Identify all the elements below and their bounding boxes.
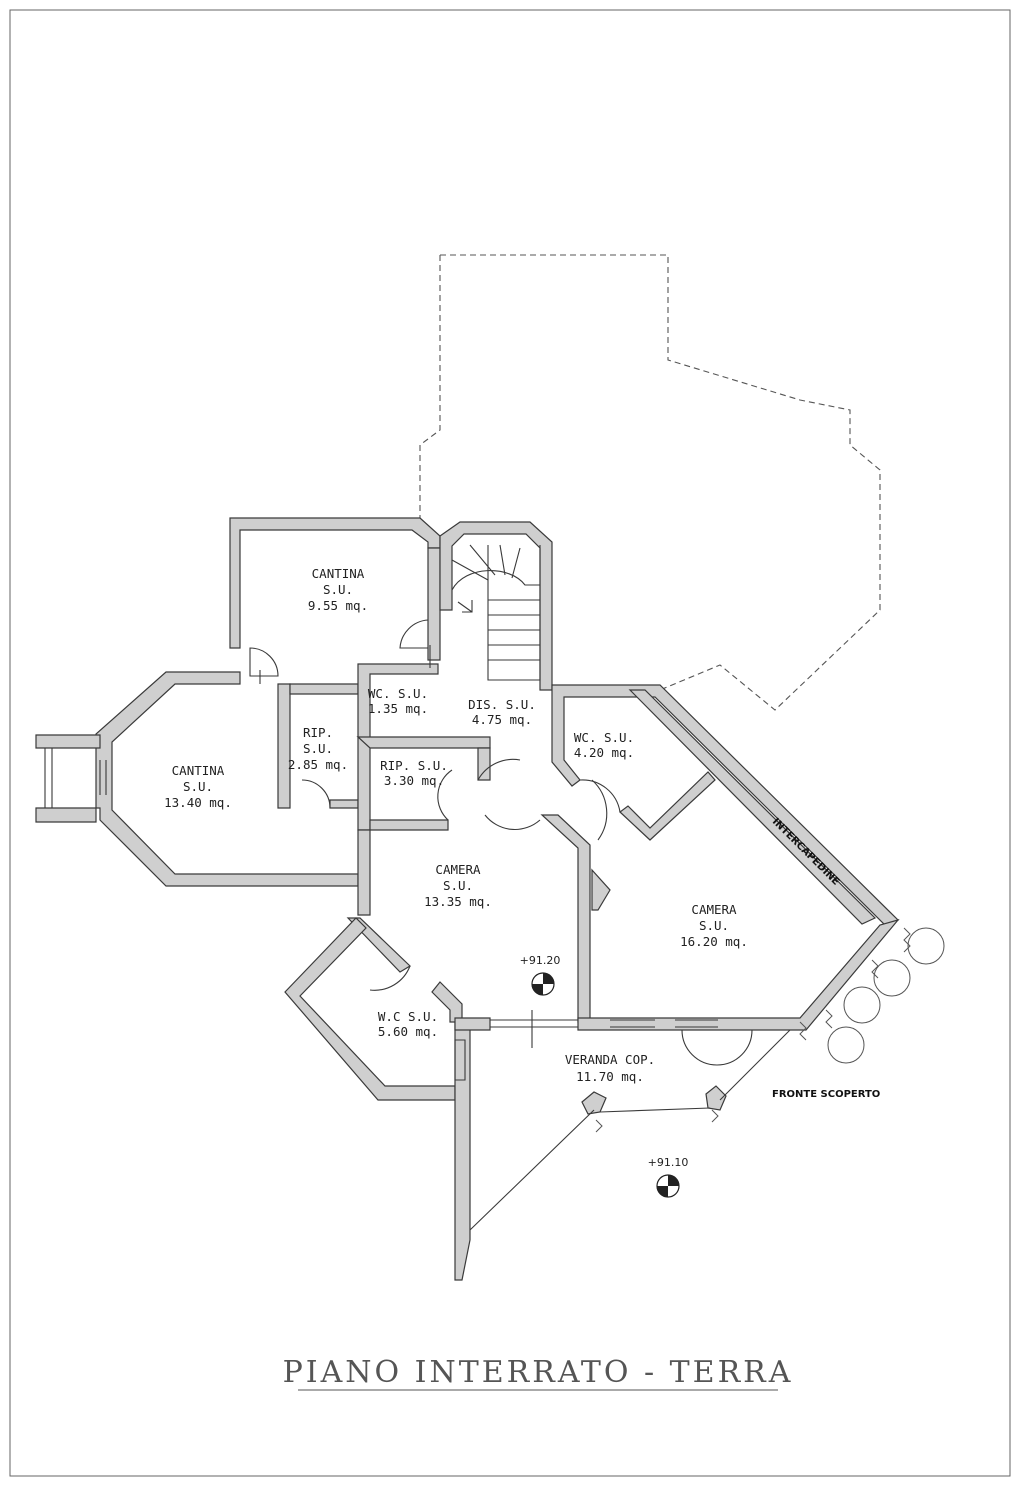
elevation-label-2: +91.10 <box>648 1156 689 1169</box>
fronte-scoperto-label: FRONTE SCOPERTO <box>772 1089 880 1100</box>
room-label-rip-1: RIP. S.U. 2.85 mq. <box>288 725 348 772</box>
room-label-dis: DIS. S.U. 4.75 mq. <box>468 697 536 727</box>
svg-text:5.60 mq.: 5.60 mq. <box>378 1024 438 1039</box>
room-label-wc-1: WC. S.U. 1.35 mq. <box>368 686 428 716</box>
svg-text:RIP. S.U.: RIP. S.U. <box>380 758 448 773</box>
svg-text:S.U.: S.U. <box>699 918 729 933</box>
sheet-border <box>9 9 1011 1477</box>
svg-text:4.20 mq.: 4.20 mq. <box>574 745 634 760</box>
svg-text:2.85 mq.: 2.85 mq. <box>288 757 348 772</box>
svg-text:CAMERA: CAMERA <box>435 862 481 877</box>
svg-text:CANTINA: CANTINA <box>172 763 225 778</box>
svg-text:DIS. S.U.: DIS. S.U. <box>468 697 536 712</box>
room-label-rip-2: RIP. S.U. 3.30 mq. <box>380 758 448 788</box>
walls <box>35 517 900 1281</box>
svg-text:13.40 mq.: 13.40 mq. <box>164 795 232 810</box>
svg-text:CAMERA: CAMERA <box>691 902 737 917</box>
svg-text:4.75 mq.: 4.75 mq. <box>472 712 532 727</box>
svg-text:16.20 mq.: 16.20 mq. <box>680 934 748 949</box>
room-label-wc-3: W.C S.U. 5.60 mq. <box>378 1009 438 1039</box>
svg-text:9.55 mq.: 9.55 mq. <box>308 598 368 613</box>
veranda-outline <box>469 1029 791 1231</box>
svg-text:S.U.: S.U. <box>443 878 473 893</box>
elevation-marker-2 <box>656 1174 680 1198</box>
intercapedine-label: INTERCAPEDINE <box>770 816 841 887</box>
room-label-wc-2: WC. S.U. 4.20 mq. <box>574 730 634 760</box>
room-label-veranda: VERANDA COP. 11.70 mq. <box>565 1052 655 1084</box>
svg-text:11.70 mq.: 11.70 mq. <box>576 1069 644 1084</box>
staircase <box>451 544 541 681</box>
svg-text:S.U.: S.U. <box>183 779 213 794</box>
svg-text:3.30 mq.: 3.30 mq. <box>384 773 444 788</box>
room-label-camera-1: CAMERA S.U. 13.35 mq. <box>424 862 492 909</box>
svg-text:W.C S.U.: W.C S.U. <box>378 1009 438 1024</box>
svg-text:WC. S.U.: WC. S.U. <box>368 686 428 701</box>
svg-text:S.U.: S.U. <box>303 741 333 756</box>
windows <box>44 645 718 1081</box>
room-label-camera-2: CAMERA S.U. 16.20 mq. <box>680 902 748 949</box>
room-label-cantina-top: CANTINA S.U. 9.55 mq. <box>308 566 368 613</box>
elevation-marker-1 <box>531 972 555 996</box>
svg-text:CANTINA: CANTINA <box>312 566 365 581</box>
svg-text:VERANDA COP.: VERANDA COP. <box>565 1052 655 1067</box>
svg-text:13.35 mq.: 13.35 mq. <box>424 894 492 909</box>
garden-shrubs <box>595 927 945 1133</box>
elevation-label-1: +91.20 <box>520 954 561 967</box>
room-label-cantina-left: CANTINA S.U. 13.40 mq. <box>164 763 232 810</box>
svg-text:WC. S.U.: WC. S.U. <box>574 730 634 745</box>
upper-floor-outline <box>419 254 881 711</box>
drawing-title: PIANO INTERRATO - TERRA <box>283 1355 794 1390</box>
door-swings <box>249 619 753 1066</box>
svg-text:RIP.: RIP. <box>303 725 333 740</box>
svg-text:1.35 mq.: 1.35 mq. <box>368 701 428 716</box>
svg-text:S.U.: S.U. <box>323 582 353 597</box>
